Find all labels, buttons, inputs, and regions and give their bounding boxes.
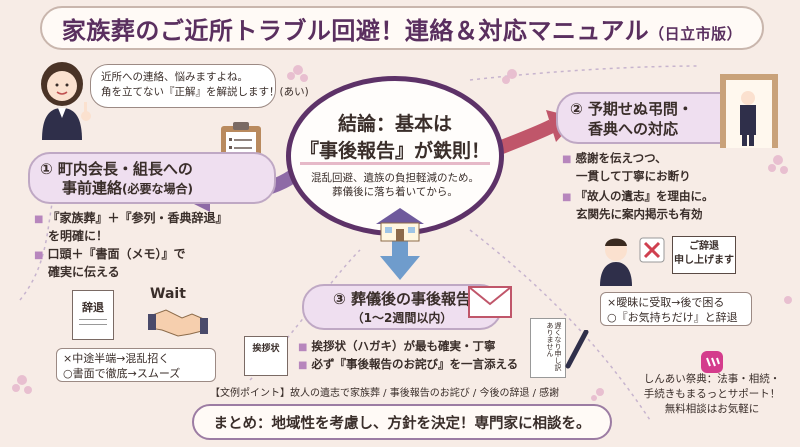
section-3-bullets: 挨拶状（ハガキ）が最も確実・丁寧 必ず『事後報告のお詫び』を一言添える — [298, 338, 538, 374]
section-1-bullet-1: 『家族葬』＋『参列・香典辞退』 — [34, 210, 274, 228]
arrow-down-icon — [380, 256, 420, 280]
visitor-door-icon — [720, 74, 778, 148]
decline-document-label: 辞退 — [82, 301, 104, 314]
handshake-icon — [148, 309, 208, 337]
decline-document: 辞退 — [72, 290, 114, 340]
section-1-note-bad: ×中途半端→混乱招く — [63, 352, 170, 365]
support-line-3: 無料相談はお気軽に — [664, 403, 760, 415]
section-3-heading-line-1: ③ 葬儀後の事後報告 — [333, 290, 471, 308]
support-line-1: しんあい祭典：法事・相続・ — [643, 373, 781, 385]
section-3-bullet-2: 必ず『事後報告のお詫び』を一言添える — [298, 356, 538, 374]
greeting-card-label: 挨拶状 — [252, 344, 280, 354]
support-line-2: 手続きもまるっとサポート！ — [643, 388, 781, 400]
wait-label: Wait — [150, 286, 186, 302]
decline-sign-line-1: ご辞退 — [689, 241, 719, 252]
conclusion-circle: 結論：基本は 『事後報告』が鉄則！ 混乱回避、遺族の負担軽減のため。 葬儀後に落… — [286, 76, 504, 236]
speech-line-1: 近所への連絡、悩みますよね。 — [101, 71, 248, 83]
speech-line-2: 角を立てない『正解』を解説します！(あい) — [101, 86, 309, 98]
section-2-heading-line-1: ② 予期せぬ弔問・ — [570, 100, 693, 118]
section-2-bullets: 感謝を伝えつつ、 一貫して丁寧にお断り 『故人の遺志』を理由に。 玄関先に案内掲… — [562, 150, 762, 222]
section-3-heading-line-2: （1〜2週間以内） — [351, 311, 453, 325]
section-2-bullet-2: 『故人の遺志』を理由に。 — [562, 188, 762, 206]
page-subtitle: （日立市版） — [649, 24, 743, 43]
section-2-note-good: ○『お気持ちだけ』と辞退 — [607, 311, 738, 324]
section-1-bullet-2: 口頭＋『書面（メモ）』で — [34, 246, 274, 264]
decline-cross-icon — [643, 241, 661, 259]
handwritten-letter-text: 遅くなり申し訳ありません — [546, 322, 562, 371]
section-1-heading-line-1: ① 町内会長・組長への — [40, 160, 193, 178]
section-2-bullet-1: 感謝を伝えつつ、 — [562, 150, 762, 168]
handwritten-letter: 遅くなり申し訳ありません — [530, 318, 566, 378]
decline-sign-line-2: 申し上げます — [674, 255, 734, 266]
decline-sign: ご辞退 申し上げます — [672, 236, 736, 274]
section-1-bullets: 『家族葬』＋『参列・香典辞退』 を明確に！ 口頭＋『書面（メモ）』で 確実に伝え… — [34, 210, 274, 280]
section-1-bullet-2-cont: 確実に伝える — [48, 265, 120, 279]
pen-icon — [565, 330, 589, 369]
section-1-bullet-1-cont: を明確に！ — [48, 229, 109, 243]
section-2-note-bad: ×曖昧に受取→後で困る — [607, 296, 725, 309]
section-2-heading-line-2: 香典への対応 — [588, 120, 679, 138]
brand-logo-icon — [701, 351, 723, 373]
speech-bubble: 近所への連絡、悩みますよね。 角を立てない『正解』を解説します！(あい) — [90, 64, 309, 108]
summary-banner: まとめ：地域性を考慮し、方針を決定！専門家に相談を。 — [192, 404, 612, 440]
conclusion-line-2: 『事後報告』が鉄則！ — [291, 136, 499, 165]
section-1-note: ×中途半端→混乱招く ○書面で徹底→スムーズ — [56, 348, 216, 382]
summary-text: まとめ：地域性を考慮し、方針を決定！専門家に相談を。 — [213, 415, 591, 432]
section-3-bullet-1: 挨拶状（ハガキ）が最も確実・丁寧 — [298, 338, 538, 356]
greeting-card: 挨拶状 — [244, 336, 288, 376]
support-message: しんあい祭典：法事・相続・ 手続きもまるっとサポート！ 無料相談はお気軽に — [632, 372, 792, 417]
page-title: 家族葬のご近所トラブル回避！連絡＆対応マニュアル（日立市版） — [61, 16, 743, 45]
section-2-bullet-2-cont: 玄関先に案内掲示も有効 — [576, 207, 703, 221]
bowing-person-icon — [600, 237, 665, 286]
title-banner: 家族葬のご近所トラブル回避！連絡＆対応マニュアル（日立市版） — [40, 6, 764, 50]
advisor-avatar — [41, 62, 91, 140]
section-1-heading-line-2: 事前連絡 — [62, 179, 123, 197]
conclusion-line-1: 結論：基本は — [337, 113, 452, 135]
conclusion-line-4: 葬儀後に落ち着いてから。 — [332, 186, 458, 198]
section-2-note: ×曖昧に受取→後で困る ○『お気持ちだけ』と辞退 — [600, 292, 752, 326]
section-1-heading: ① 町内会長・組長への 事前連絡(必要な場合) — [28, 152, 276, 204]
conclusion-line-3: 混乱回避、遺族の負担軽減のため。 — [311, 172, 479, 184]
section-1-heading-note: (必要な場合) — [122, 182, 193, 196]
house-icon — [376, 208, 424, 242]
section-1-note-good: ○書面で徹底→スムーズ — [63, 367, 181, 380]
wording-tip: 【文例ポイント】故人の遺志で家族葬 / 事後報告のお詫び / 今後の辞退 / 感… — [210, 388, 560, 399]
section-2-bullet-1-cont: 一貫して丁寧にお断り — [576, 169, 691, 183]
envelope-icon — [468, 286, 512, 318]
